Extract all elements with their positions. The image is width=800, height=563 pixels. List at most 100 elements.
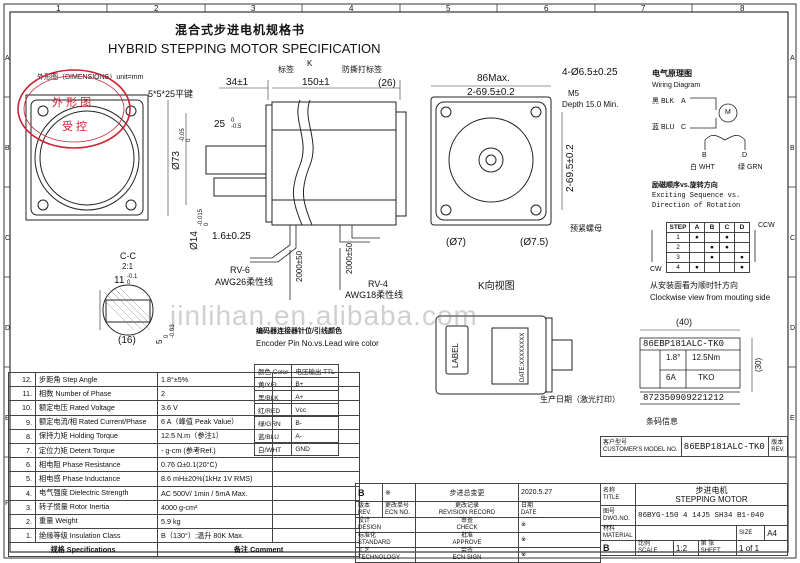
seal-line-2: 受 控 — [62, 121, 88, 133]
wire-awg26: AWG26柔性线 — [215, 277, 274, 287]
sequence-en-1: Exciting Sequence vs. — [652, 192, 741, 200]
wiring-diagram — [690, 97, 746, 150]
drawing-number: 86BYG-150 4 14J5 SH34 B1-040 — [635, 505, 788, 526]
dim-11: 11 — [114, 275, 125, 286]
front-view — [25, 94, 149, 221]
dim-5-tol: 0 -0.03 — [164, 324, 176, 338]
step-sequence-table: STEP A B C D 1●● 2●● 3●● 4●● — [666, 222, 750, 273]
wire-wht: 白 WHT — [690, 164, 715, 171]
customer-model: 86EBP181ALC-TK0 — [680, 436, 770, 457]
frame-letter-d-right: D — [790, 325, 796, 332]
label-drawing — [639, 337, 741, 405]
label-height: (30) — [754, 357, 763, 372]
step-head-d: D — [734, 222, 750, 233]
frame-number-5: 5 — [446, 4, 451, 13]
ccw-label: CCW — [758, 222, 775, 229]
date-code: DATE:XXXXXXXX — [520, 332, 526, 382]
k-view — [435, 315, 573, 395]
wire-blk: 黑 BLK — [652, 98, 675, 105]
dim-14: Ø14 — [189, 231, 200, 250]
dim-depth: Depth 15.0 Min. — [562, 100, 619, 109]
section-cc: C-C — [120, 251, 136, 261]
wire-d: D — [742, 152, 748, 159]
frame-number-3: 3 — [251, 4, 256, 13]
watermark: jinlihan.en.alibaba.com — [170, 300, 478, 331]
frame-number-6: 6 — [544, 4, 549, 13]
dim-14-tol: -0.015 0 — [198, 208, 210, 226]
frame-letter-c-right: C — [790, 235, 796, 242]
wiring-title: 电气原理图 — [652, 69, 692, 78]
title-cn: 混合式步进电机规格书 — [175, 23, 306, 37]
frame-letter-c: C — [5, 235, 11, 242]
sequence-en-2: Direction of Rotation — [652, 202, 741, 210]
preset-nut: 预紧螺母 — [570, 224, 602, 233]
label-width: (40) — [676, 317, 693, 327]
k-view-title: K向视图 — [478, 281, 515, 292]
label-current: 6A — [666, 373, 676, 382]
dim-26: (26) — [378, 78, 396, 89]
sequence-cn: 励磁顺序vs.旋转方向 — [652, 182, 718, 189]
dim-m5: M5 — [568, 89, 580, 98]
wire-grn: 绿 GRN — [738, 164, 763, 171]
dim-5: 5 — [155, 339, 164, 344]
rev-change: 步进总变更 — [415, 483, 519, 502]
frame-number-8: 8 — [740, 4, 745, 13]
side-view — [205, 99, 407, 226]
sheet-count: 1 of 1 — [736, 540, 788, 556]
spec-footer: 规格 Specifications 备注 Comment — [8, 542, 360, 558]
step-3: 3 — [666, 252, 690, 263]
label-word: LABEL — [451, 343, 460, 368]
rev-letter: B — [355, 483, 383, 502]
red-seal-stamp — [17, 69, 131, 149]
drawing-title-cn: 步进电机 — [695, 485, 728, 495]
cc-section — [99, 284, 154, 336]
frame-letter-f: F — [5, 500, 10, 507]
rev-date: 2020.5.27 — [518, 483, 601, 502]
step-head: STEP — [666, 222, 690, 233]
dim-86: 86Max. — [477, 73, 510, 84]
dim-key: 5*5*25平键 — [148, 89, 194, 99]
wire-length-2: 2000±50 — [345, 242, 354, 274]
encoder-title-en: Encoder Pin No.vs.Lead wire color — [256, 339, 379, 348]
dim-16: (16) — [118, 335, 136, 346]
seal-line-1: 外 形 图 — [52, 97, 92, 109]
motor-m: M — [725, 109, 731, 116]
label-step: 1.8° — [666, 353, 681, 362]
frame-letter-a: A — [5, 55, 10, 62]
view-note-en: Clockwise view from mouting side — [650, 293, 771, 302]
scale: 1:2 — [672, 540, 699, 556]
frame-letter-e: E — [5, 415, 10, 422]
rear-view — [430, 96, 552, 226]
dim-d7: (Ø7) — [446, 237, 466, 248]
barcode-number: 872350909221212 — [643, 393, 725, 403]
title-en: HYBRID STEPPING MOTOR SPECIFICATION — [108, 41, 381, 56]
dim-1-6: 1.6±0.25 — [212, 231, 251, 242]
dim-34: 34±1 — [226, 77, 249, 88]
rev-label-cn: 版本 — [771, 439, 784, 446]
dim-pitch-v: 2-69.5±0.2 — [565, 144, 576, 192]
dim-25-tol: 0 -0.5 — [231, 118, 242, 130]
frame-letter-b-right: B — [790, 145, 795, 152]
view-note-cn: 从安装面看为顺时针方向 — [650, 281, 738, 290]
rev-mark: ※ — [382, 483, 416, 502]
label-tag: 标签 — [278, 65, 294, 74]
step-4: 4 — [666, 262, 690, 273]
encoder-title-cn: 编码器连接器针位/引线颜色 — [256, 328, 342, 335]
dim-73: Ø73 — [171, 151, 182, 170]
label-torque: 12.5Nm — [692, 353, 721, 362]
frame-number-4: 4 — [349, 4, 354, 13]
section-ratio: 2:1 — [122, 262, 134, 271]
customer-label-cn: 客户型号 — [603, 439, 628, 446]
customer-label-en: CUSTOMER'S MODEL NO. — [603, 446, 678, 453]
wire-rv6: RV-6 — [230, 265, 250, 275]
